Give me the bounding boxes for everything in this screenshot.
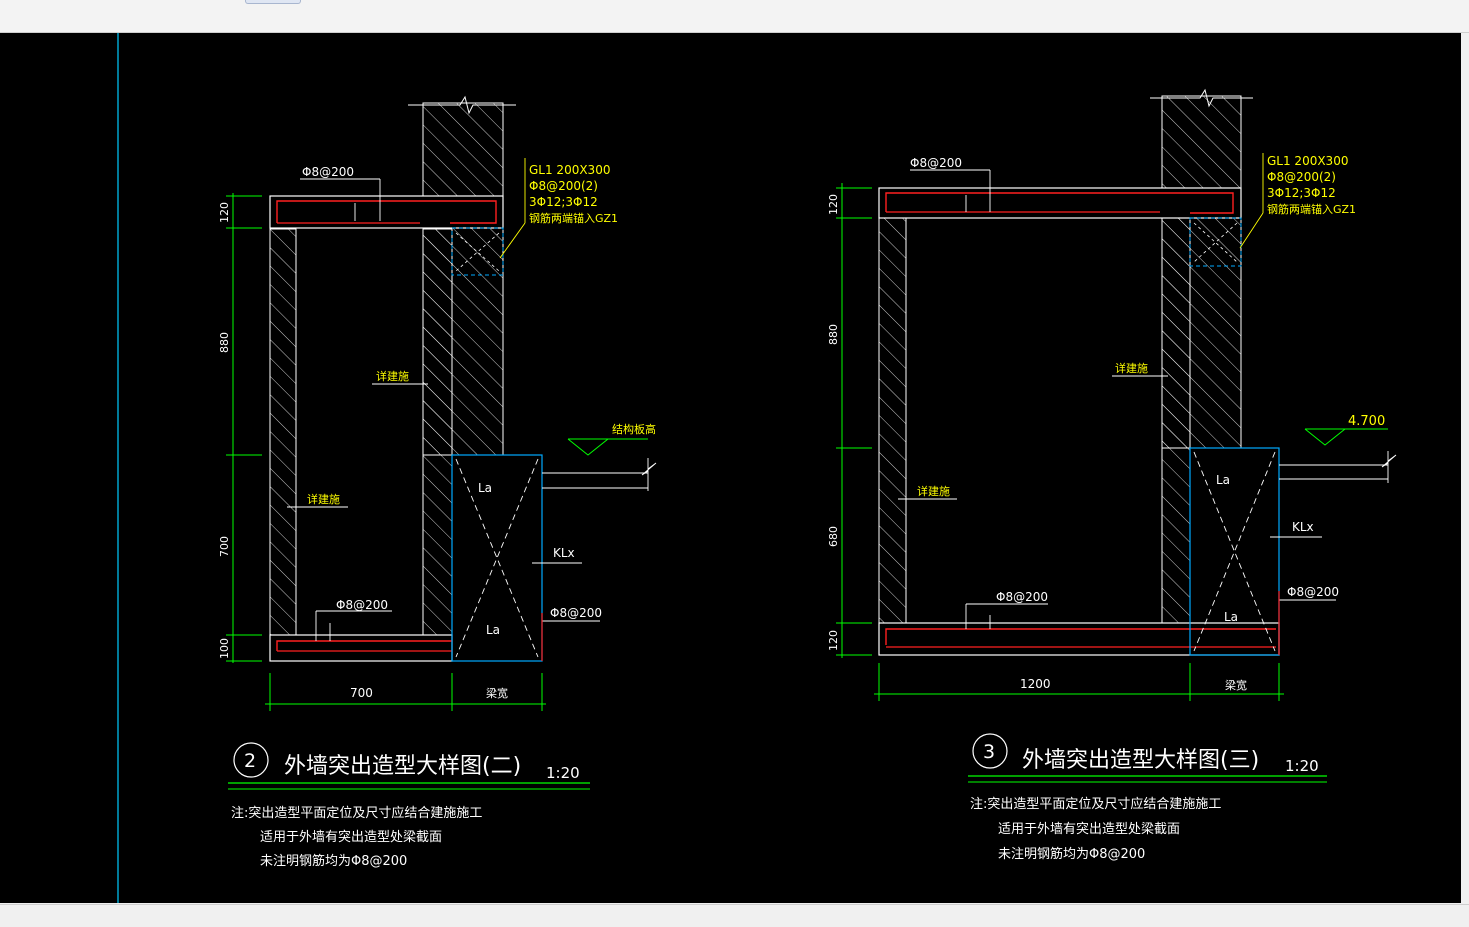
bottom-slab-rebar bbox=[276, 640, 452, 651]
dim-v-2-3: 880 bbox=[827, 324, 840, 345]
break-line bbox=[408, 95, 516, 115]
kl-beam-box-3 bbox=[1189, 447, 1280, 656]
bottom-slab bbox=[269, 634, 453, 662]
gl-spec-4: 钢筋两端锚入GZ1 bbox=[529, 211, 618, 225]
kl-label: KLx bbox=[553, 546, 575, 560]
detail-title: 外墙突出造型大样图(二) bbox=[284, 754, 521, 779]
dim-v-1-3: 120 bbox=[827, 194, 840, 215]
bottom-slab-3 bbox=[878, 622, 1280, 656]
status-bar bbox=[0, 904, 1469, 927]
dim-v-4-3: 120 bbox=[827, 630, 840, 651]
kl-label-3: KLx bbox=[1292, 520, 1314, 534]
note-2-line-3: 未注明钢筋均为Φ8@200 bbox=[260, 853, 407, 869]
rebar-side-label: Φ8@200 bbox=[550, 606, 602, 620]
kl-beam-box bbox=[451, 454, 543, 662]
rebar-top-label: Φ8@200 bbox=[302, 165, 354, 179]
note-2-line-1: 注:突出造型平面定位及尺寸应结合建施施工 bbox=[231, 805, 482, 821]
rebar-bottom-label-3: Φ8@200 bbox=[996, 590, 1048, 604]
horizontal-dimensions bbox=[265, 673, 546, 711]
inner-wall-hatch bbox=[422, 228, 453, 636]
arch-label-1-3: 详建施 bbox=[1115, 361, 1148, 375]
gl-spec-3-3: 3Φ12;3Φ12 bbox=[1267, 186, 1336, 200]
top-slab-rebar bbox=[276, 200, 497, 224]
detail-number-circle-3 bbox=[972, 733, 1008, 769]
detail-scale: 1:20 bbox=[546, 764, 580, 782]
dim-v-3-3: 680 bbox=[827, 526, 840, 547]
dim-v-1: 120 bbox=[218, 202, 231, 223]
gl-spec-1: GL1 200X300 bbox=[529, 163, 610, 177]
level-label: 结构板高 bbox=[612, 422, 656, 436]
arch-label-2: 详建施 bbox=[307, 492, 340, 506]
note-2-line-2: 适用于外墙有突出造型处梁截面 bbox=[260, 829, 442, 845]
la-label-bottom-3: La bbox=[1224, 610, 1238, 624]
la-label-top-3: La bbox=[1216, 473, 1230, 487]
dim-beam-3: 梁宽 bbox=[1225, 678, 1247, 692]
detail-3: 4.700 Φ8@200 KLx La La Φ8@200 Φ8@200 详建施… bbox=[827, 88, 1397, 862]
horizontal-dimensions-3 bbox=[874, 663, 1284, 701]
level-marker-3 bbox=[1304, 428, 1347, 446]
detail-title-3: 外墙突出造型大样图(三) bbox=[1022, 748, 1259, 773]
note-3-line-3: 未注明钢筋均为Φ8@200 bbox=[998, 846, 1145, 862]
detail-number-circle bbox=[233, 742, 269, 778]
vertical-dimensions-3 bbox=[836, 183, 872, 658]
arch-label-2-3: 详建施 bbox=[917, 484, 950, 498]
dim-v-2: 880 bbox=[218, 332, 231, 353]
la-label-bottom: La bbox=[486, 623, 500, 637]
dim-width: 700 bbox=[350, 686, 373, 700]
vertical-dimensions bbox=[226, 193, 262, 663]
rebar-side-label-3: Φ8@200 bbox=[1287, 585, 1339, 599]
la-label-top: La bbox=[478, 481, 492, 495]
detail-scale-3: 1:20 bbox=[1285, 757, 1319, 775]
detail-number: 2 bbox=[244, 750, 256, 772]
break-line-3 bbox=[1150, 88, 1253, 108]
dim-v-4: 100 bbox=[218, 638, 231, 659]
gl-spec-4-3: 钢筋两端锚入GZ1 bbox=[1267, 202, 1356, 216]
dim-v-3: 700 bbox=[218, 536, 231, 557]
gl-spec-1-3: GL1 200X300 bbox=[1267, 154, 1348, 168]
gl-spec-2: Φ8@200(2) bbox=[529, 179, 598, 193]
drawing-svg: 结构板高 Φ8@200 KLx La La Φ8@200 Φ8@200 详建施 … bbox=[117, 33, 1397, 903]
dim-width-3: 1200 bbox=[1020, 677, 1051, 691]
left-wall-hatch-3 bbox=[878, 217, 907, 624]
note-3-line-1: 注:突出造型平面定位及尺寸应结合建施施工 bbox=[970, 796, 1221, 812]
rebar-top-label-3: Φ8@200 bbox=[910, 156, 962, 170]
document-tab[interactable] bbox=[245, 0, 301, 4]
arch-label-1: 详建施 bbox=[376, 369, 409, 383]
title-bar bbox=[0, 0, 1469, 33]
detail-number-3: 3 bbox=[983, 741, 995, 763]
level-marker bbox=[567, 438, 610, 456]
cad-drawing-canvas[interactable]: 结构板高 Φ8@200 KLx La La Φ8@200 Φ8@200 详建施 … bbox=[0, 33, 1461, 903]
left-wall-hatch bbox=[269, 228, 297, 636]
gl-spec-3: 3Φ12;3Φ12 bbox=[529, 195, 598, 209]
gl-spec-2-3: Φ8@200(2) bbox=[1267, 170, 1336, 184]
rebar-bottom-label: Φ8@200 bbox=[336, 598, 388, 612]
dim-beam: 梁宽 bbox=[486, 686, 508, 700]
level-label-3: 4.700 bbox=[1348, 414, 1385, 429]
note-3-line-2: 适用于外墙有突出造型处梁截面 bbox=[998, 821, 1180, 837]
inner-wall-hatch-3 bbox=[1161, 217, 1191, 624]
detail-2: 结构板高 Φ8@200 KLx La La Φ8@200 Φ8@200 详建施 … bbox=[218, 95, 657, 869]
